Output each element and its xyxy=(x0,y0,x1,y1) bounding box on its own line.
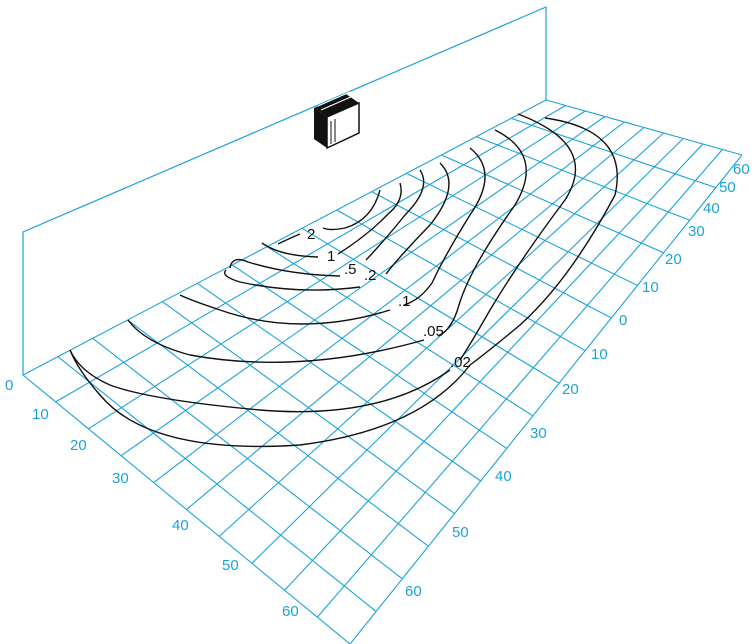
contour-curve-005 xyxy=(437,129,527,337)
depth-tick-20: 20 xyxy=(70,437,87,454)
contour-label-005: .05 xyxy=(423,323,444,340)
near-width-tick-40: 40 xyxy=(495,468,512,485)
wall-mounted-air-conditioner-icon xyxy=(314,91,360,150)
grid-line-width-2 xyxy=(88,110,586,430)
contour-curve-0005-b xyxy=(69,349,471,448)
grid-line-width-7 xyxy=(251,138,684,564)
depth-tick-60: 60 xyxy=(282,603,299,620)
contour-curve-05-b xyxy=(229,258,341,277)
depth-tick-30: 30 xyxy=(112,470,129,487)
contour-curve-02 xyxy=(385,162,450,275)
far-width-tick-40: 40 xyxy=(703,200,720,217)
near-width-tick-30: 30 xyxy=(530,425,547,442)
grid-line-width-1 xyxy=(55,105,566,403)
far-width-tick-60: 60 xyxy=(733,161,750,178)
back-wall xyxy=(22,6,547,375)
near-width-axis: 10 20 30 40 50 60 xyxy=(405,346,608,600)
grid-line-width-10 xyxy=(349,154,743,644)
depth-axis: 0 10 20 30 40 50 60 xyxy=(5,377,299,620)
contour-curve-002-b xyxy=(69,349,451,413)
contour-label-002: .02 xyxy=(450,354,471,371)
contour-label-2: 2 xyxy=(307,226,315,243)
contour-label-02: .2 xyxy=(364,267,377,284)
contour-label-05: .5 xyxy=(344,261,357,278)
contour-curve-1-b xyxy=(261,242,319,258)
near-width-tick-10: 10 xyxy=(591,346,608,363)
grid-line-width-9 xyxy=(316,149,723,618)
contour-curve-02-b xyxy=(223,269,361,291)
near-width-tick-60: 60 xyxy=(405,583,422,600)
contour-curve-05 xyxy=(365,169,425,261)
near-width-tick-50: 50 xyxy=(452,524,469,541)
far-width-tick-0: 0 xyxy=(619,312,627,329)
far-width-axis: 0 10 20 30 40 50 60 xyxy=(619,161,750,329)
contour-curve-2 xyxy=(322,189,381,231)
contour-curve-1 xyxy=(337,182,402,255)
depth-tick-10: 10 xyxy=(32,406,49,423)
contour-labels: 2 1 .5 .2 .1 .05 .02 xyxy=(307,226,471,371)
contour-label-1: 1 xyxy=(327,248,335,265)
far-width-tick-10: 10 xyxy=(642,279,659,296)
near-width-tick-20: 20 xyxy=(562,381,579,398)
far-width-tick-20: 20 xyxy=(665,251,682,268)
depth-tick-0: 0 xyxy=(5,377,13,394)
contour-curve-01 xyxy=(403,147,486,306)
far-width-tick-50: 50 xyxy=(719,179,736,196)
grid-line-width-4 xyxy=(153,121,625,484)
contour-curve-2-b xyxy=(277,233,301,245)
depth-tick-50: 50 xyxy=(222,557,239,574)
contour-curve-002 xyxy=(459,113,577,361)
grid-line-width-8 xyxy=(284,143,704,591)
contour-label-01: .1 xyxy=(398,293,411,310)
contour-curve-0005 xyxy=(469,117,618,366)
grid-line-width-0 xyxy=(22,99,547,376)
grid-line-width-3 xyxy=(120,116,606,457)
depth-tick-40: 40 xyxy=(172,517,189,534)
far-width-tick-30: 30 xyxy=(688,223,705,240)
contour-lines xyxy=(69,113,618,448)
contour-curve-005-b xyxy=(127,319,425,363)
contour-curve-01-b xyxy=(179,294,391,325)
floor-grid xyxy=(22,99,743,644)
